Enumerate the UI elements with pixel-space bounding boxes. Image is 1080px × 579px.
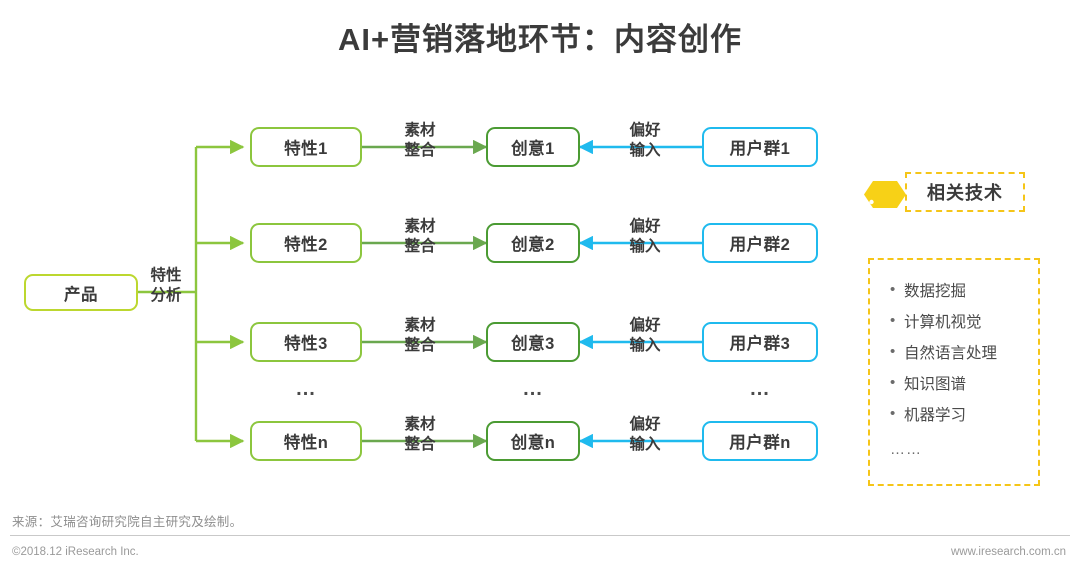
node-feature-1-label: 特性1	[284, 140, 328, 158]
edge-label-preference-3-line2: 输入	[629, 337, 661, 354]
node-user-n-label: 用户群n	[729, 434, 791, 452]
tech-list-item: • 计算机视觉	[870, 305, 1038, 336]
edge-label-material-2: 素材 整合	[392, 217, 448, 257]
edge-label-material-n-line2: 整合	[404, 436, 436, 453]
source-note: 来源：艾瑞咨询研究院自主研究及绘制。	[12, 515, 243, 529]
edge-label-product-analysis-line2: 分析	[150, 287, 182, 304]
edge-label-preference-3-line1: 偏好	[629, 317, 661, 334]
tech-list-item: • 数据挖掘	[870, 274, 1038, 305]
tech-list-item: • 自然语言处理	[870, 336, 1038, 367]
tech-list-item-label: 计算机视觉	[904, 313, 982, 331]
node-user-n[interactable]: 用户群n	[702, 421, 818, 461]
edge-label-preference-n: 偏好 输入	[617, 415, 673, 455]
node-user-2-label: 用户群2	[729, 236, 791, 254]
edge-label-preference-3: 偏好 输入	[617, 316, 673, 356]
node-idea-3[interactable]: 创意3	[486, 322, 580, 362]
edge-label-preference-n-line1: 偏好	[629, 416, 661, 433]
edge-label-material-1: 素材 整合	[392, 121, 448, 161]
node-user-3-label: 用户群3	[729, 335, 791, 353]
bullet-icon: •	[890, 343, 896, 360]
edge-label-material-n: 素材 整合	[392, 415, 448, 455]
edge-label-material-3: 素材 整合	[392, 316, 448, 356]
node-idea-3-label: 创意3	[511, 335, 555, 353]
node-product[interactable]: 产品	[24, 274, 138, 311]
bullet-icon: •	[890, 312, 896, 329]
bullet-icon: •	[890, 281, 896, 298]
edge-label-material-1-line1: 素材	[404, 122, 436, 139]
node-feature-n-label: 特性n	[283, 434, 329, 452]
node-idea-2[interactable]: 创意2	[486, 223, 580, 263]
node-idea-1[interactable]: 创意1	[486, 127, 580, 167]
node-user-1[interactable]: 用户群1	[702, 127, 818, 167]
edge-label-preference-2-line2: 输入	[629, 238, 661, 255]
tech-list-item-label: 机器学习	[904, 406, 967, 424]
tag-icon	[864, 181, 906, 208]
copyright-text: ©2018.12 iResearch Inc.	[12, 546, 139, 558]
footer-divider	[10, 535, 1070, 536]
node-idea-1-label: 创意1	[511, 140, 555, 158]
node-feature-2[interactable]: 特性2	[250, 223, 362, 263]
site-url: www.iresearch.com.cn	[950, 546, 1066, 558]
edge-label-preference-1-line1: 偏好	[629, 122, 661, 139]
tech-panel-list: • 数据挖掘 • 计算机视觉 • 自然语言处理 • 知识图谱 • 机器学习 ……	[868, 258, 1040, 486]
node-feature-n[interactable]: 特性n	[250, 421, 362, 461]
tech-list-more: ……	[890, 441, 922, 458]
node-user-3[interactable]: 用户群3	[702, 322, 818, 362]
node-feature-3-label: 特性3	[284, 335, 328, 353]
tech-list-item-label: 数据挖掘	[904, 282, 967, 300]
tech-panel-title-label: 相关技术	[927, 183, 1003, 203]
node-product-label: 产品	[64, 285, 98, 304]
edge-label-material-3-line1: 素材	[404, 317, 436, 334]
ellipsis-idea-column: ...	[523, 378, 543, 400]
edge-label-material-n-line1: 素材	[404, 416, 436, 433]
page-title: AI+营销落地环节：内容创作	[337, 22, 743, 57]
edge-label-preference-1: 偏好 输入	[617, 121, 673, 161]
tech-list-item: • 机器学习	[870, 398, 1038, 429]
edge-label-preference-1-line2: 输入	[629, 142, 661, 159]
node-idea-2-label: 创意2	[511, 236, 555, 254]
edge-label-material-2-line2: 整合	[404, 238, 436, 255]
edge-label-preference-n-line2: 输入	[629, 436, 661, 453]
node-idea-n-label: 创意n	[510, 434, 556, 452]
node-feature-3[interactable]: 特性3	[250, 322, 362, 362]
bullet-icon: •	[890, 405, 896, 422]
node-user-2[interactable]: 用户群2	[702, 223, 818, 263]
node-idea-n[interactable]: 创意n	[486, 421, 580, 461]
node-user-1-label: 用户群1	[729, 140, 791, 158]
tech-list-item-label: 知识图谱	[904, 375, 967, 393]
edge-label-product-analysis-line1: 特性	[150, 267, 182, 284]
tech-panel-title: 相关技术	[905, 172, 1025, 212]
bullet-icon: •	[890, 374, 896, 391]
tech-list-item: • 知识图谱	[870, 367, 1038, 398]
edge-label-material-1-line2: 整合	[404, 142, 436, 159]
ellipsis-user-column: ...	[750, 378, 770, 400]
diagram-connectors	[138, 139, 702, 449]
ellipsis-feature-column: ...	[296, 378, 316, 400]
node-feature-2-label: 特性2	[284, 236, 328, 254]
edge-label-preference-2: 偏好 输入	[617, 217, 673, 257]
edge-label-material-3-line2: 整合	[404, 337, 436, 354]
edge-label-material-2-line1: 素材	[404, 218, 436, 235]
node-feature-1[interactable]: 特性1	[250, 127, 362, 167]
edge-label-product-analysis: 特性 分析	[138, 266, 194, 306]
tech-list-item-label: 自然语言处理	[904, 344, 998, 362]
edge-label-preference-2-line1: 偏好	[629, 218, 661, 235]
